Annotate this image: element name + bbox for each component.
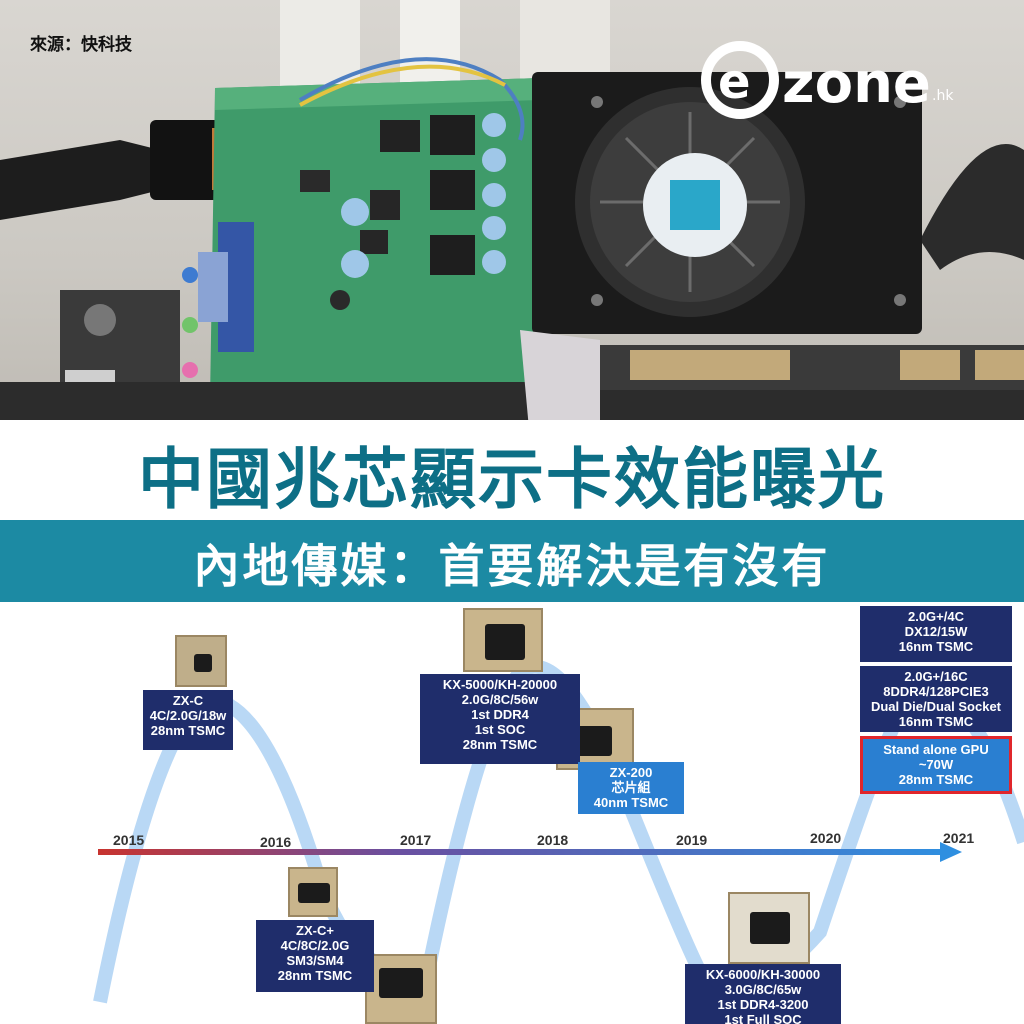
zxcplus-box: ZX-C+ 4C/8C/2.0G SM3/SM4 28nm TSMC	[256, 920, 374, 992]
box-line: ZX-200	[609, 765, 653, 780]
standalone-gpu-box: Stand alone GPU ~70W 28nm TSMC	[860, 736, 1012, 794]
box-line: 16nm TSMC	[898, 639, 974, 654]
year-label: 2021	[943, 830, 975, 846]
timeline-slide: 2015 2016 2017 2018 2019 2020 2021 ZX-C …	[0, 602, 1024, 1024]
year-label: 2015	[113, 832, 145, 848]
box-line: 4C/8C/2.0G	[280, 938, 350, 953]
box-line: 2.0G+/4C	[907, 609, 964, 624]
subheadline: 內地傳媒：首要解決是有沒有	[193, 539, 831, 593]
timeline-arrow	[98, 849, 948, 855]
box-line: ZX-C	[172, 693, 204, 708]
ezone-logo: e zone .hk	[700, 40, 980, 134]
headline: 中國兆芯顯示卡效能曝光	[138, 441, 886, 518]
box-line: 4C/2.0G/18w	[149, 708, 227, 723]
year-label: 2017	[400, 832, 432, 848]
roadmap-box-2: 2.0G+/16C 8DDR4/128PCIE3 Dual Die/Dual S…	[860, 666, 1012, 732]
kx6000-box: KX-6000/KH-30000 3.0G/8C/65w 1st DDR4-32…	[685, 964, 841, 1024]
box-line: 1st DDR4	[471, 707, 529, 722]
kx5000-box: KX-5000/KH-20000 2.0G/8C/56w 1st DDR4 1s…	[420, 674, 580, 764]
box-line: 芯片組	[611, 780, 651, 795]
box-line: 28nm TSMC	[898, 772, 974, 787]
box-line: 28nm TSMC	[150, 723, 226, 738]
zx200-box: ZX-200 芯片組 40nm TSMC	[578, 762, 684, 814]
box-line: Dual Die/Dual Socket	[870, 699, 1002, 714]
box-line: 1st SOC	[474, 722, 526, 737]
box-line: 1st DDR4-3200	[717, 997, 809, 1012]
box-line: DX12/15W	[904, 624, 968, 639]
chip-image	[288, 867, 338, 917]
box-line: Stand alone GPU	[883, 742, 989, 757]
box-line: 28nm TSMC	[277, 968, 353, 983]
box-line: KX-5000/KH-20000	[442, 677, 558, 692]
year-label: 2016	[260, 834, 292, 850]
box-line: 16nm TSMC	[898, 714, 974, 729]
box-line: ~70W	[918, 757, 954, 772]
box-line: 28nm TSMC	[462, 737, 538, 752]
box-line: 3.0G/8C/65w	[724, 982, 802, 997]
hero-photo: 來源：快科技 e zone .hk	[0, 0, 1024, 440]
svg-text:.hk: .hk	[932, 88, 954, 104]
svg-text:zone: zone	[782, 51, 931, 116]
subheadline-bar	[0, 520, 1024, 602]
box-line: 8DDR4/128PCIE3	[883, 684, 989, 699]
year-label: 2018	[537, 832, 569, 848]
year-label: 2019	[676, 832, 708, 848]
source-label: 來源：快科技	[30, 35, 132, 55]
headline-bar	[0, 420, 1024, 525]
box-line: 1st Full SOC	[724, 1012, 802, 1024]
box-line: KX-6000/KH-30000	[705, 967, 821, 982]
box-line: 2.0G+/16C	[904, 669, 968, 684]
chip-image	[175, 635, 227, 687]
chip-image	[463, 608, 543, 672]
chip-image	[365, 954, 437, 1024]
year-label: 2020	[810, 830, 842, 846]
box-line: SM3/SM4	[286, 953, 344, 968]
roadmap-box-1: 2.0G+/4C DX12/15W 16nm TSMC	[860, 606, 1012, 662]
box-line: ZX-C+	[296, 923, 334, 938]
chip-image	[728, 892, 810, 964]
box-line: 40nm TSMC	[593, 795, 669, 810]
zxc-box: ZX-C 4C/2.0G/18w 28nm TSMC	[143, 690, 233, 750]
svg-text:e: e	[718, 54, 751, 110]
box-line: 2.0G/8C/56w	[461, 692, 539, 707]
